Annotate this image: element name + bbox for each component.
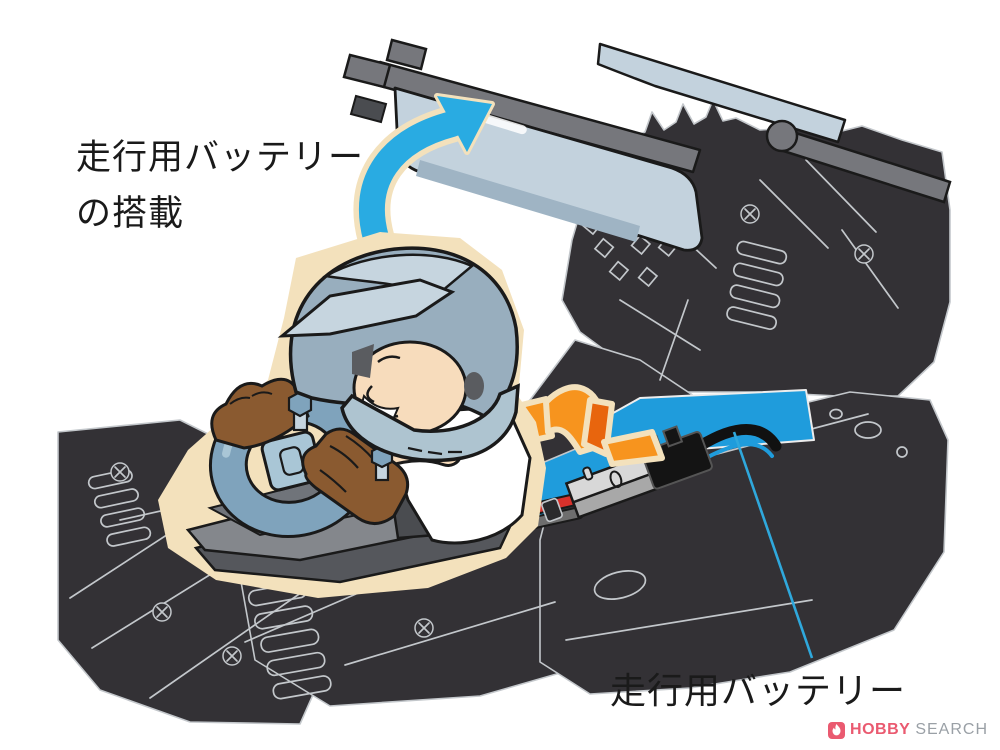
shock-spring-left bbox=[247, 581, 332, 700]
title-line1: 走行用バッテリー bbox=[76, 138, 365, 177]
lift-arrow-icon bbox=[353, 93, 495, 257]
title-text: 走行用バッテリー の搭載 bbox=[76, 130, 364, 242]
brand-search-text: SEARCH bbox=[915, 721, 988, 738]
brand-hobby-text: HOBBY bbox=[850, 721, 911, 738]
shock-spring-rear bbox=[726, 240, 788, 331]
battery-label: 走行用バッテリー bbox=[610, 670, 907, 711]
flame-icon bbox=[828, 721, 846, 739]
helmet bbox=[277, 246, 520, 463]
insert-arrow-icon bbox=[467, 383, 665, 467]
title-line2: の搭載 bbox=[76, 194, 185, 233]
battery-leader-line bbox=[732, 431, 814, 659]
driver-figure bbox=[158, 232, 546, 598]
hobby-search-watermark: HOBBY SEARCH bbox=[828, 719, 988, 741]
shock-spring-front bbox=[87, 469, 152, 547]
